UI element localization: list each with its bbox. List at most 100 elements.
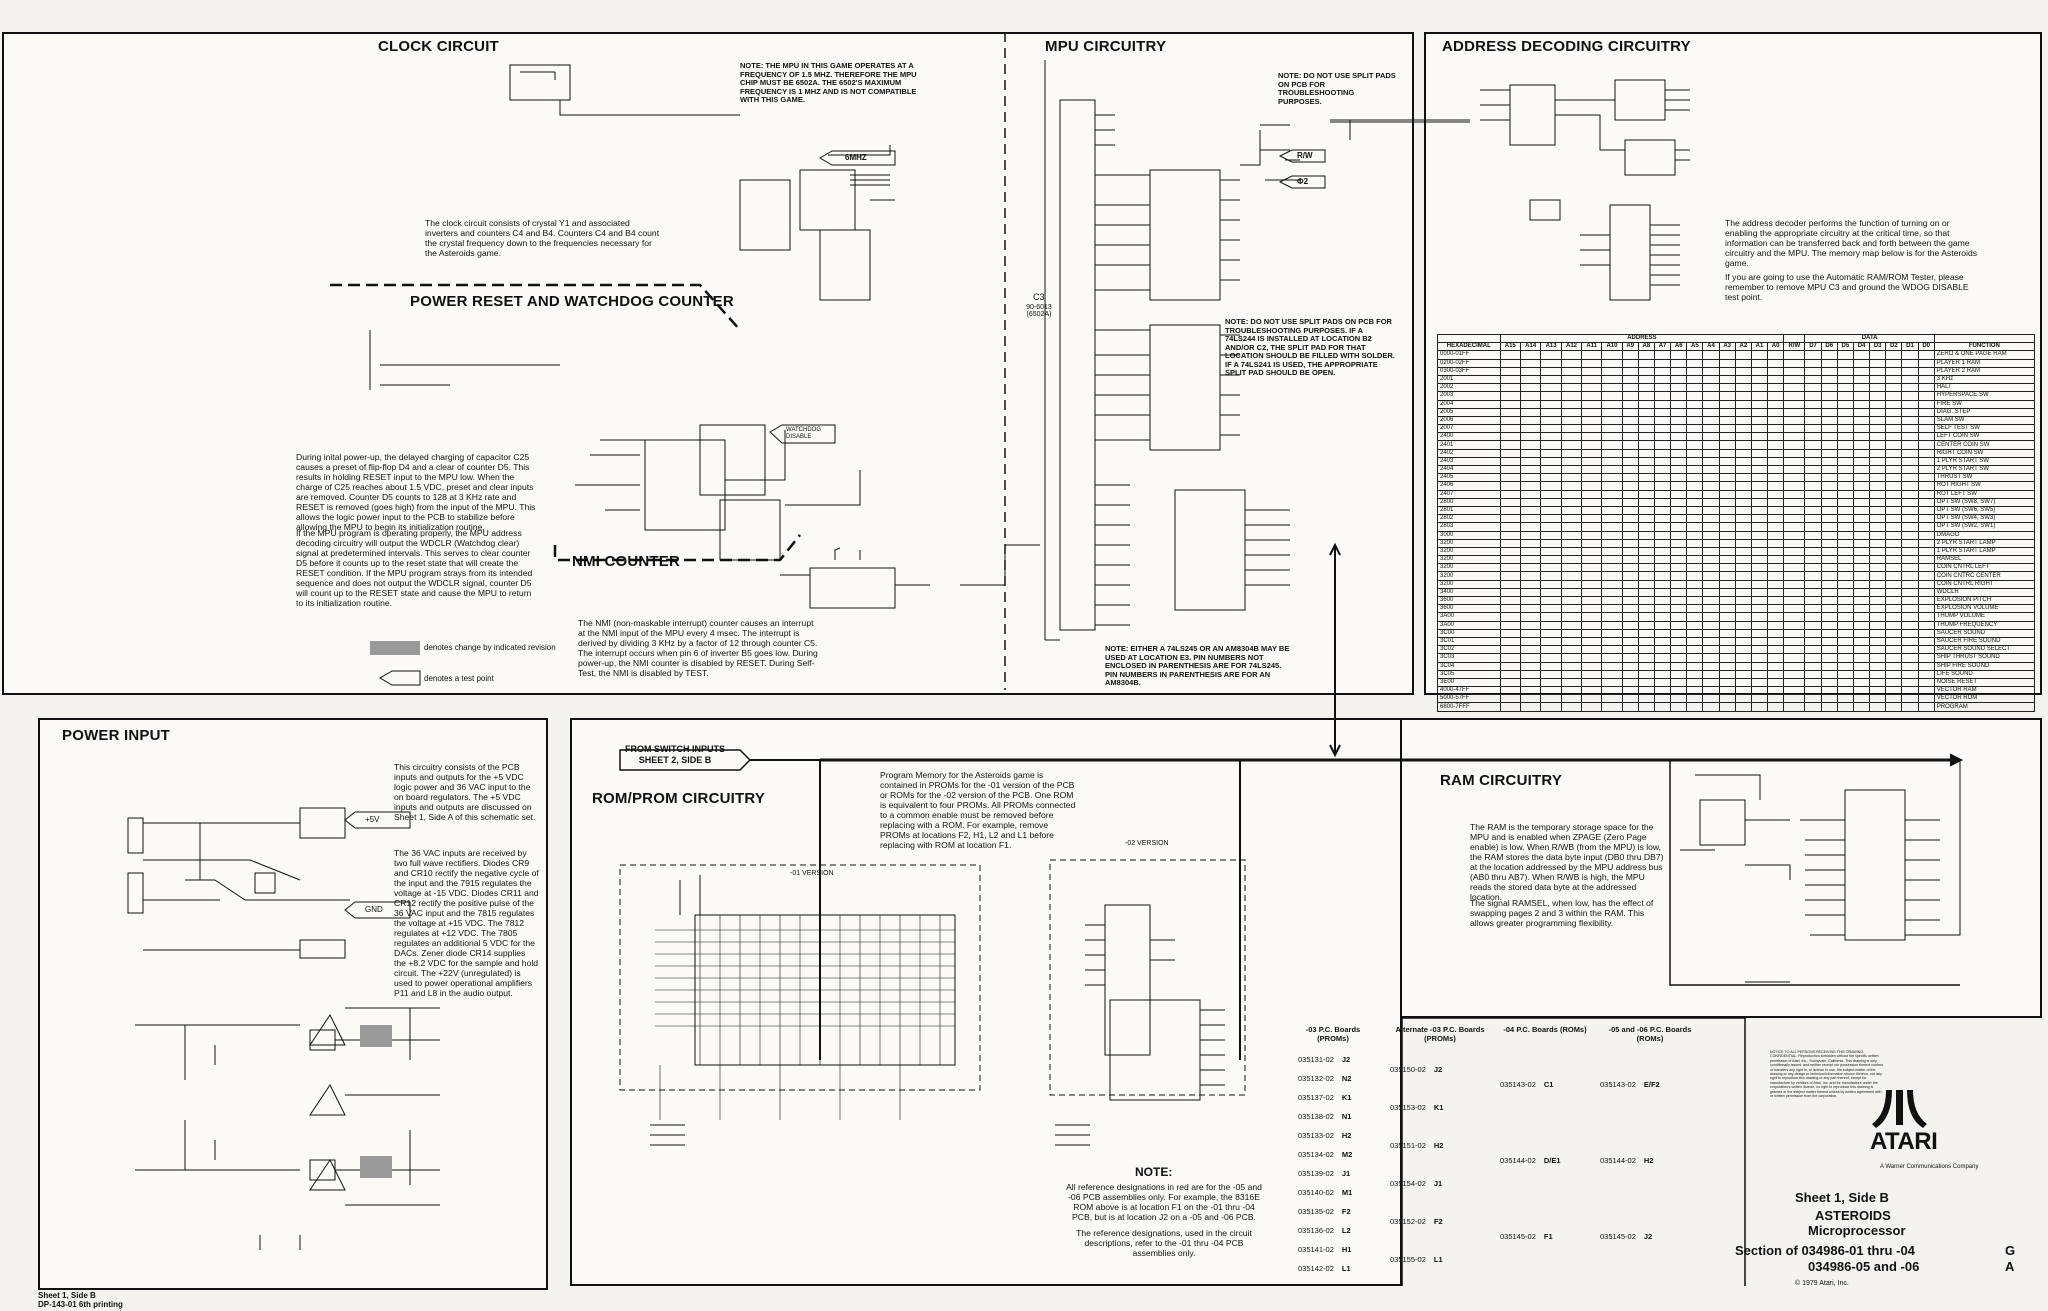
- table-cell: [1718, 653, 1736, 663]
- table-cell: [1750, 546, 1769, 557]
- table-cell: [1869, 497, 1887, 507]
- table-cell: [1519, 702, 1542, 712]
- table-cell: [1686, 522, 1704, 532]
- table-cell: [1734, 374, 1752, 385]
- table-cell: [1499, 374, 1521, 385]
- table-cell: [1852, 505, 1871, 516]
- test-point-rw[interactable]: R/W: [1297, 151, 1313, 160]
- table-cell: [1718, 448, 1736, 458]
- table-cell: [1718, 358, 1736, 368]
- rom-part-number: 035143-02: [1600, 1080, 1636, 1089]
- table-cell: [1852, 358, 1871, 368]
- table-cell: [1804, 677, 1822, 688]
- table-cell: [1804, 661, 1822, 671]
- table-cell: [1670, 399, 1688, 409]
- table-cell: [1540, 399, 1562, 409]
- table-cell: [1519, 473, 1542, 483]
- table-cell: [1560, 702, 1583, 712]
- table-cell: [1621, 628, 1639, 638]
- table-cell: [1519, 481, 1542, 491]
- table-group-address: ADDRESS: [1499, 333, 1785, 344]
- table-cell: [1767, 563, 1785, 573]
- table-cell: [1637, 358, 1655, 368]
- table-cell: [1670, 473, 1688, 483]
- table-cell: [1702, 399, 1720, 409]
- table-cell: [1637, 366, 1655, 376]
- table-cell: [1783, 686, 1806, 696]
- table-cell: [1917, 489, 1935, 499]
- table-cell: [1653, 383, 1672, 393]
- table-cell: [1670, 407, 1688, 417]
- table-cell: [1917, 661, 1935, 671]
- table-cell-hex: 3C04: [1437, 661, 1501, 671]
- table-cell: [1836, 587, 1854, 598]
- table-cell: [1917, 563, 1935, 573]
- test-point-phi2[interactable]: Φ2: [1297, 177, 1309, 186]
- table-cell: [1499, 604, 1521, 614]
- table-cell: [1499, 694, 1521, 704]
- table-cell: [1767, 383, 1785, 393]
- table-cell: [1750, 530, 1769, 540]
- table-cell: [1901, 677, 1919, 688]
- plus5v-output[interactable]: +5V: [365, 815, 380, 824]
- table-cell: [1836, 546, 1854, 557]
- table-cell: [1885, 620, 1903, 630]
- table-cell: [1540, 620, 1562, 630]
- table-cell: [1581, 440, 1603, 450]
- table-cell: [1686, 612, 1704, 622]
- table-group-data: DATA: [1804, 333, 1935, 344]
- top-left-panel: [2, 32, 1414, 695]
- table-cell-hex: 2002: [1437, 383, 1501, 393]
- table-cell-hex: 3200: [1437, 555, 1501, 565]
- table-cell: [1499, 522, 1521, 532]
- table-cell: [1621, 612, 1639, 622]
- test-point-6mhz[interactable]: 6MHZ: [845, 153, 867, 162]
- table-cell: [1869, 628, 1887, 638]
- table-cell: [1718, 366, 1736, 376]
- table-cell: [1767, 448, 1785, 458]
- table-cell: [1767, 407, 1785, 417]
- table-cell: [1601, 407, 1623, 417]
- rom-location: F2: [1341, 1207, 1351, 1216]
- table-cell: [1670, 702, 1688, 712]
- table-cell: [1601, 497, 1623, 507]
- gnd-output[interactable]: GND: [365, 905, 383, 914]
- table-cell: [1601, 571, 1623, 581]
- table-cell: [1621, 579, 1639, 589]
- table-cell: [1540, 440, 1562, 450]
- table-cell: [1783, 530, 1806, 540]
- table-cell-function: PROGRAM: [1933, 702, 2036, 712]
- table-cell: [1750, 694, 1769, 704]
- rom-location: K1: [1433, 1103, 1444, 1112]
- table-cell: [1540, 653, 1562, 663]
- table-cell: [1750, 358, 1769, 368]
- table-cell: [1519, 448, 1542, 458]
- table-cell: [1804, 415, 1822, 426]
- table-cell: [1601, 415, 1623, 426]
- table-cell: [1686, 399, 1704, 409]
- test-point-watchdog-disable[interactable]: WATCHDOG DISABLE: [786, 427, 821, 440]
- table-cell: [1804, 424, 1822, 434]
- table-cell: [1783, 497, 1806, 507]
- table-cell: [1917, 407, 1935, 417]
- table-cell: [1718, 374, 1736, 385]
- table-cell: [1852, 374, 1871, 385]
- table-cell: [1581, 399, 1603, 409]
- table-cell: [1540, 579, 1562, 589]
- table-cell: [1560, 399, 1583, 409]
- table-cell: [1686, 563, 1704, 573]
- rom-location: J1: [1341, 1169, 1351, 1178]
- table-cell: [1670, 415, 1688, 426]
- table-cell: [1499, 571, 1521, 581]
- table-cell: [1869, 350, 1887, 360]
- table-cell: [1621, 473, 1639, 483]
- table-cell: [1637, 440, 1655, 450]
- table-cell: [1601, 694, 1623, 704]
- rom-note-title: NOTE:: [1135, 1165, 1173, 1179]
